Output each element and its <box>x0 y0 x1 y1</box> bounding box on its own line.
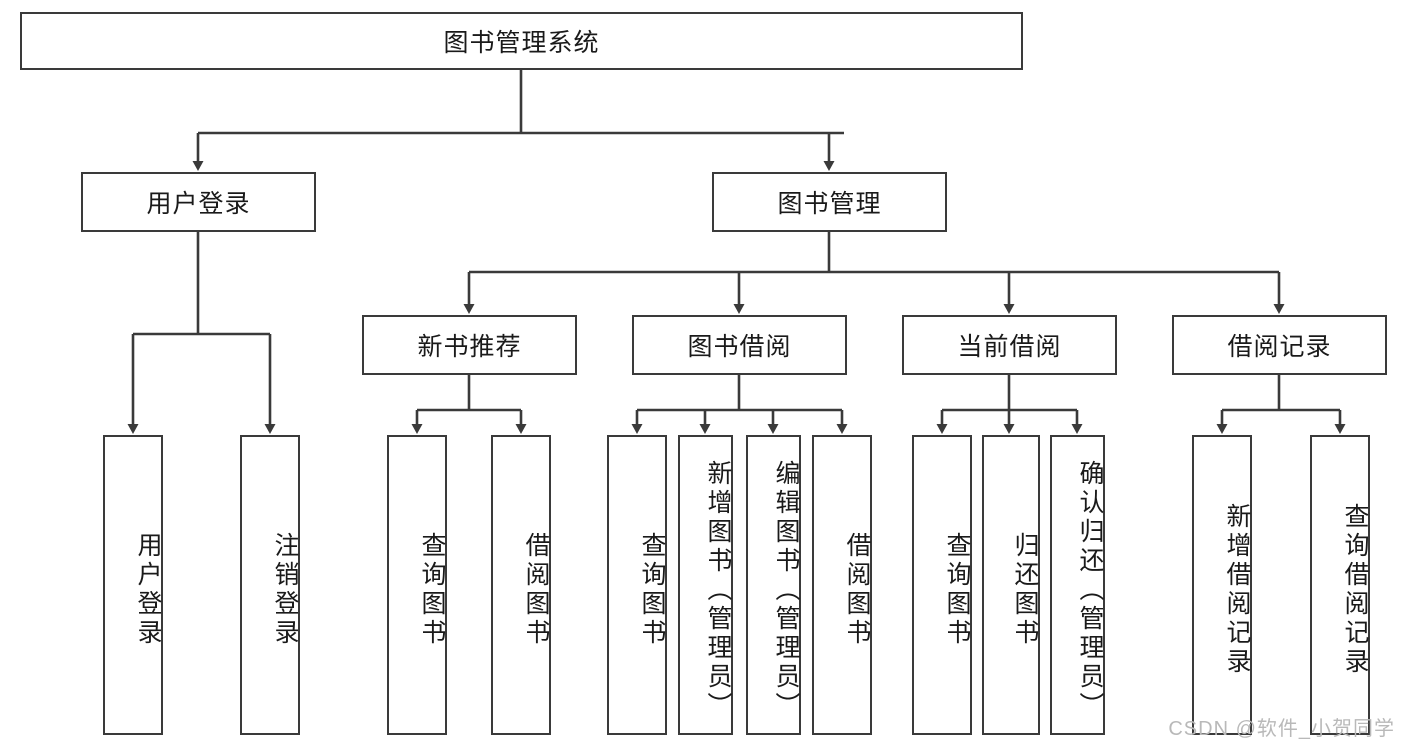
node-book-management[interactable]: 图书管理 <box>712 172 947 232</box>
node-borrow-record[interactable]: 借阅记录 <box>1172 315 1387 375</box>
node-label: 图书借阅 <box>687 333 792 361</box>
leaf-edit-book[interactable]: 编辑图书（管理员） <box>746 435 801 735</box>
node-root-system[interactable]: 图书管理系统 <box>20 12 1023 70</box>
node-book-borrow[interactable]: 图书借阅 <box>632 315 847 375</box>
node-label: 新增图书（管理员） <box>704 459 732 721</box>
node-label: 用户登录 <box>134 532 162 648</box>
node-label: 用户登录 <box>146 190 251 218</box>
node-label: 查询图书 <box>418 532 446 648</box>
leaf-borrow-book-recommend[interactable]: 借阅图书 <box>491 435 551 735</box>
node-label: 图书管理系统 <box>443 29 600 57</box>
node-label: 确认归还（管理员） <box>1076 459 1104 721</box>
node-label: 归还图书 <box>1011 532 1039 648</box>
node-label: 新书推荐 <box>417 333 522 361</box>
leaf-query-book-recommend[interactable]: 查询图书 <box>387 435 447 735</box>
node-label: 注销登录 <box>271 532 299 648</box>
node-label: 图书管理 <box>777 190 882 218</box>
node-label: 借阅记录 <box>1227 333 1332 361</box>
node-label: 查询借阅记录 <box>1341 503 1369 677</box>
node-label: 借阅图书 <box>522 532 550 648</box>
leaf-borrow-book[interactable]: 借阅图书 <box>812 435 872 735</box>
node-label: 当前借阅 <box>957 333 1062 361</box>
node-label: 查询图书 <box>638 532 666 648</box>
node-label: 查询图书 <box>943 532 971 648</box>
node-label: 借阅图书 <box>843 532 871 648</box>
leaf-user-login[interactable]: 用户登录 <box>103 435 163 735</box>
node-new-book-recommend[interactable]: 新书推荐 <box>362 315 577 375</box>
node-user-login[interactable]: 用户登录 <box>81 172 316 232</box>
leaf-query-book-borrow[interactable]: 查询图书 <box>607 435 667 735</box>
leaf-add-book[interactable]: 新增图书（管理员） <box>678 435 733 735</box>
node-label: 新增借阅记录 <box>1223 503 1251 677</box>
leaf-query-borrow-record[interactable]: 查询借阅记录 <box>1310 435 1370 735</box>
leaf-query-book-current[interactable]: 查询图书 <box>912 435 972 735</box>
leaf-user-logout[interactable]: 注销登录 <box>240 435 300 735</box>
leaf-add-borrow-record[interactable]: 新增借阅记录 <box>1192 435 1252 735</box>
node-label: 编辑图书（管理员） <box>772 459 800 721</box>
leaf-return-book[interactable]: 归还图书 <box>982 435 1040 735</box>
watermark-csdn: CSDN @软件_小贺同学 <box>1168 718 1395 740</box>
node-current-borrow[interactable]: 当前借阅 <box>902 315 1117 375</box>
leaf-confirm-return[interactable]: 确认归还（管理员） <box>1050 435 1105 735</box>
